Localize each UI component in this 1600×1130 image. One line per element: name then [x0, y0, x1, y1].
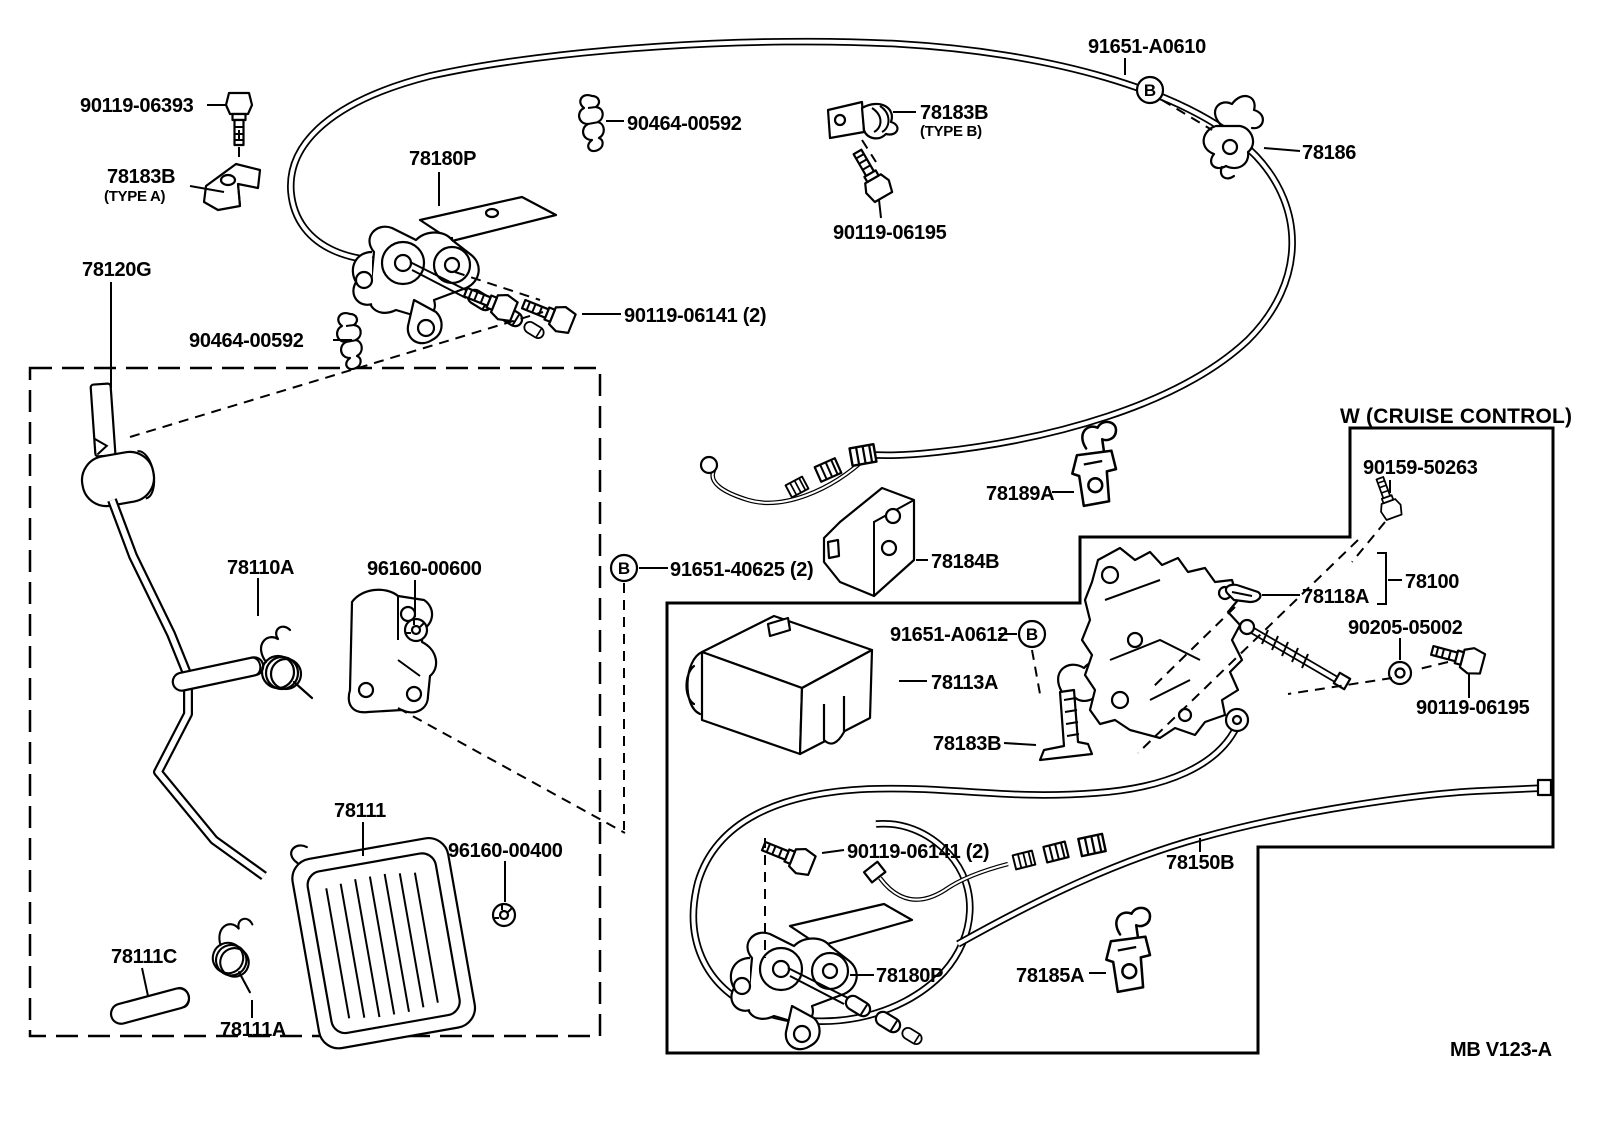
- bolt-90119-06195-right: [1427, 636, 1487, 678]
- label-78183b-type-a: 78183B: [107, 166, 175, 188]
- label-90119-06141-bottom: 90119-06141 (2): [847, 841, 989, 863]
- label-78180p-bottom: 78180P: [876, 965, 943, 987]
- cable-end-cap: [862, 860, 887, 884]
- label-90205-05002: 90205-05002: [1348, 617, 1463, 639]
- bracket-78183b-type-b: [826, 100, 899, 140]
- bolt-90119-06195-top: [845, 144, 896, 205]
- label-78120g: 78120G: [82, 259, 151, 281]
- cable-clamp-90464-left: [335, 311, 363, 371]
- label-78111: 78111: [334, 800, 386, 822]
- leader-lines: [110, 58, 1470, 1018]
- label-78183b-type-b: 78183B: [920, 102, 988, 124]
- marker-b-cruise: B: [1017, 619, 1047, 649]
- cable-right-end-cap: [1536, 778, 1553, 797]
- pedal-pin-78111c: [109, 986, 191, 1025]
- e-ring-96160-00600: [403, 617, 429, 643]
- bracket-78183b-type-a: [202, 162, 262, 212]
- bracket-78184b: [822, 486, 916, 598]
- cruise-control-group-box: [665, 426, 1555, 1055]
- bracket-78180p-bottom: [729, 902, 925, 1051]
- label-78100: 78100: [1405, 571, 1459, 593]
- label-91651-a0612: 91651-A0612: [890, 624, 1008, 646]
- accelerator-pedal-group-box: [28, 366, 602, 1038]
- label-78150b: 78150B: [1166, 852, 1234, 874]
- label-96160-00400: 96160-00400: [448, 840, 563, 862]
- label-90464-00592-left: 90464-00592: [189, 330, 304, 352]
- spring-78111a: [203, 911, 275, 994]
- label-90464-00592-top: 90464-00592: [627, 113, 742, 135]
- cable-end-eyelet: [699, 455, 719, 475]
- label-91651-40625: 91651-40625 (2): [670, 559, 813, 581]
- part-labels: 90119-06393 78183B (TYPE A) 78120G 90464…: [80, 36, 1572, 1061]
- label-78111c: 78111C: [111, 946, 177, 968]
- cruise-control-cable: [689, 724, 1553, 1026]
- pedal-roller: [80, 450, 156, 508]
- label-78180p-top: 78180P: [409, 148, 476, 170]
- cover-78113a: [685, 614, 874, 756]
- label-78113a: 78113A: [931, 672, 998, 694]
- bolt-90119-06141-bottom: [757, 832, 818, 879]
- pedal-support-bracket: [347, 588, 438, 714]
- screw-90159-50263: [1369, 473, 1405, 522]
- label-78183b-cruise: 78183B: [933, 733, 1001, 755]
- e-ring-96160-00400: [491, 902, 517, 928]
- label-96160-00600: 96160-00600: [367, 558, 482, 580]
- marker-b-middle: B: [609, 553, 639, 583]
- pin-78118a: [1224, 583, 1262, 604]
- clip-78186: [1202, 94, 1264, 180]
- cable-clamp-90464-top: [577, 93, 605, 153]
- clip-78189a: [1071, 420, 1118, 508]
- return-spring-78110a: [259, 625, 314, 700]
- assembly-dashed-lines: [129, 99, 1449, 958]
- pedal-rod-clevis: [89, 382, 117, 458]
- accelerator-pedal-pad: [290, 837, 477, 1050]
- label-78110a: 78110A: [227, 557, 294, 579]
- label-78118a: 78118A: [1302, 586, 1369, 608]
- label-78189a: 78189A: [986, 483, 1054, 505]
- label-90119-06393: 90119-06393: [80, 95, 194, 117]
- washer-90205-05002: [1387, 660, 1413, 686]
- bracket-78180p-top: [351, 195, 558, 345]
- label-figure-code: MB V123-A: [1450, 1039, 1552, 1061]
- marker-b-letter: B: [1144, 81, 1156, 100]
- label-90159-50263: 90159-50263: [1363, 457, 1478, 479]
- label-78185a: 78185A: [1016, 965, 1084, 987]
- cruise-link-rod: [1238, 618, 1352, 691]
- label-90119-06195-top: 90119-06195: [833, 222, 947, 244]
- marker-b-letter: B: [618, 559, 630, 578]
- marker-b-top: B: [1135, 75, 1165, 105]
- marker-b-letter: B: [1026, 625, 1038, 644]
- label-cruise-box: W (CRUISE CONTROL): [1340, 405, 1572, 428]
- clip-78185a: [1105, 906, 1152, 994]
- label-78186: 78186: [1302, 142, 1356, 164]
- label-78183b-type-a-sub: (TYPE A): [104, 188, 166, 205]
- throttle-cable: [287, 37, 1296, 505]
- label-90119-06141-top: 90119-06141 (2): [624, 305, 766, 327]
- label-91651-a0610: 91651-A0610: [1088, 36, 1206, 58]
- label-78183b-type-b-sub: (TYPE B): [920, 123, 982, 140]
- label-78184b: 78184B: [931, 551, 999, 573]
- label-90119-06195-right: 90119-06195: [1416, 697, 1530, 719]
- label-78111a: 78111A: [220, 1019, 286, 1041]
- accelerator-pedal-assembly: [80, 382, 517, 1050]
- cruise-actuator-bracket-78100: [1080, 546, 1250, 740]
